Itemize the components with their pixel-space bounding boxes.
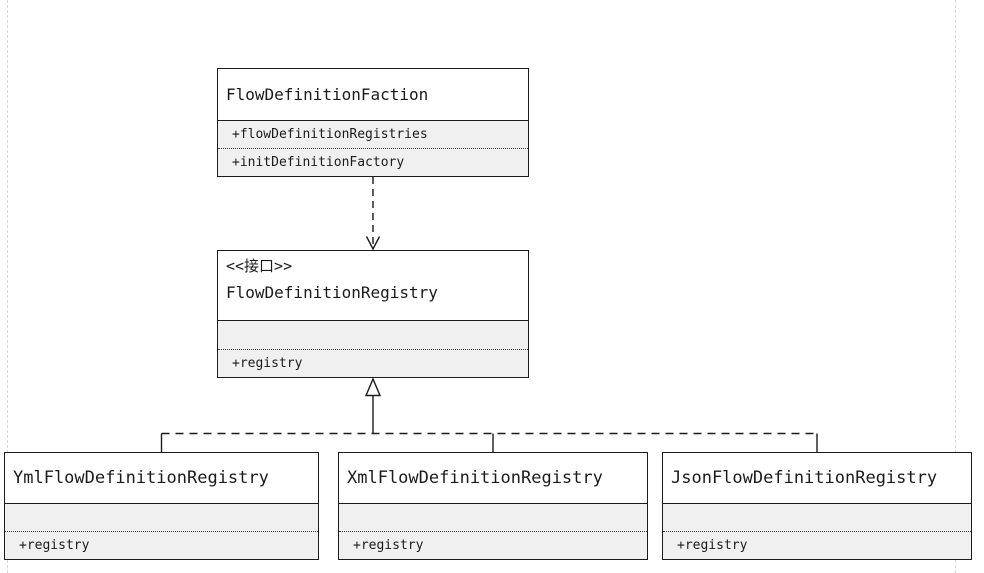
hollow-triangle-icon [364,377,382,397]
class-members-section: +registry [339,504,647,559]
member-separator [339,531,647,532]
member-separator [663,531,971,532]
class-members-section: +registry [218,321,528,377]
member-separator [218,348,528,350]
interface-stereotype: <<接口>> [226,257,293,275]
class-title-section: JsonFlowDefinitionRegistry [663,453,971,504]
class-member [5,504,318,531]
class-box-yml-flow-definition-registry[interactable]: YmlFlowDefinitionRegistry +registry [4,452,319,560]
class-title-section: YmlFlowDefinitionRegistry [5,453,318,504]
class-box-flow-definition-registry[interactable]: <<接口>> FlowDefinitionRegistry +registry [217,250,529,378]
class-name: FlowDefinitionFaction [226,84,429,104]
class-member [663,504,971,531]
class-title-section: XmlFlowDefinitionRegistry [339,453,647,504]
class-box-xml-flow-definition-registry[interactable]: XmlFlowDefinitionRegistry +registry [338,452,648,560]
open-arrowhead-icon [365,236,381,251]
class-title-section: <<接口>> FlowDefinitionRegistry [218,251,528,321]
class-name: XmlFlowDefinitionRegistry [347,467,603,488]
class-member [218,321,528,349]
class-name: FlowDefinitionRegistry [226,283,438,302]
class-members-section: +flowDefinitionRegistries +initDefinitio… [218,121,528,176]
class-member [339,504,647,531]
member-separator [218,148,528,149]
class-member: +registry [353,538,424,553]
class-members-section: +registry [5,504,318,559]
page-guide-right [955,0,956,573]
page-guide-left [7,0,8,573]
realization-connector-tree[interactable] [160,377,818,452]
class-box-json-flow-definition-registry[interactable]: JsonFlowDefinitionRegistry +registry [662,452,972,560]
class-title-section: FlowDefinitionFaction [218,69,528,121]
class-member: +registry [19,538,90,553]
class-member: +flowDefinitionRegistries [232,127,428,142]
class-member: +initDefinitionFactory [232,155,405,170]
class-box-flow-definition-faction[interactable]: FlowDefinitionFaction +flowDefinitionReg… [217,68,529,177]
class-members-section: +registry [663,504,971,559]
class-member: +registry [232,355,303,371]
member-separator [5,531,318,532]
class-name: JsonFlowDefinitionRegistry [671,467,938,488]
dependency-arrow-faction-to-registry[interactable] [365,177,381,251]
class-member: +registry [677,538,748,553]
class-name: YmlFlowDefinitionRegistry [13,467,269,488]
